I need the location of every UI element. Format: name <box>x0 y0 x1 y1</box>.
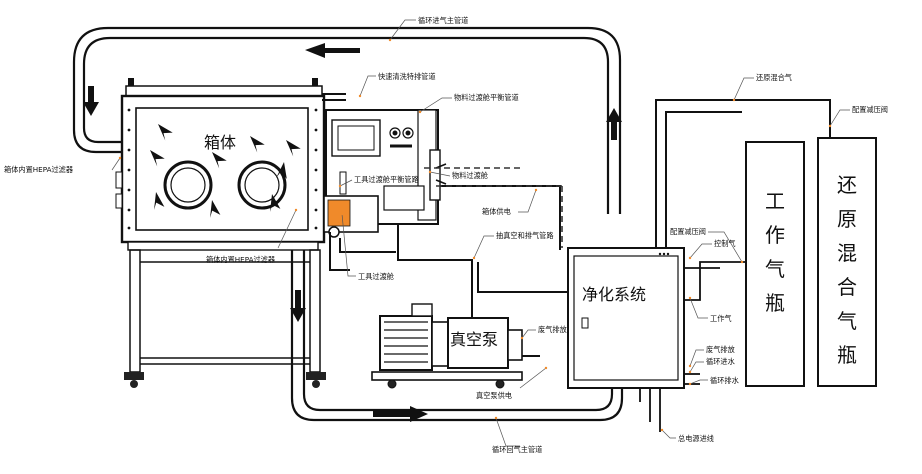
label-cooling-out: 循环排水 <box>710 376 739 385</box>
vacuum-pump: 真空泵 <box>371 303 523 389</box>
cylinder-char: 工 <box>765 189 785 213</box>
cylinder-char: 作 <box>765 223 785 247</box>
callouts <box>111 19 850 447</box>
cylinder-char: 气 <box>765 257 785 281</box>
label-reducing-gas: 还原混合气 <box>756 73 792 82</box>
purifier-title: 净化系统 <box>582 285 646 304</box>
label-quick-purge: 快速清洗特排管道 <box>378 72 436 81</box>
cylinder-char: 混 <box>837 241 857 265</box>
label-pressure-valve-right: 配置减压阀 <box>852 105 888 114</box>
glovebox: 箱体 <box>115 78 326 388</box>
cylinder-char: 气 <box>837 309 857 333</box>
cylinder-char: 原 <box>837 207 857 231</box>
caster-wheels <box>124 372 326 388</box>
glovebox-stand <box>129 249 321 373</box>
pump-title: 真空泵 <box>450 330 498 349</box>
label-box-power: 箱体供电 <box>482 207 511 216</box>
label-cooling-in: 循环进水 <box>706 357 735 366</box>
label-material-balance: 物料过渡舱平衡管道 <box>454 93 519 102</box>
label-waste-gas-purifier: 废气排放 <box>706 345 735 354</box>
glovebox-title: 箱体 <box>204 133 236 152</box>
glove-port-left <box>163 160 213 210</box>
label-waste-gas-pump: 废气排放 <box>538 325 567 334</box>
label-hepa-left: 箱体内置HEPA过滤器 <box>4 165 73 174</box>
label-hepa-bottom: 箱体内置HEPA过滤器 <box>206 255 275 264</box>
label-material-chamber: 物料过渡舱 <box>452 171 488 180</box>
label-circulation-inlet: 循环进气主管道 <box>418 16 468 25</box>
label-pressure-valve-left: 配置减压阀 <box>670 227 706 236</box>
flow-arrow-down-left <box>83 86 99 116</box>
flow-arrow-up-right <box>606 108 622 140</box>
cylinder-char: 瓶 <box>765 291 785 315</box>
flow-arrow-right <box>373 406 428 422</box>
label-working-gas: 工作气 <box>710 314 732 323</box>
flow-arrows <box>83 43 622 422</box>
label-vacuum-exhaust: 抽真空和排气管路 <box>496 231 554 240</box>
label-tool-balance: 工具过渡舱平衡管路 <box>354 175 419 184</box>
glove-port-right <box>237 160 287 210</box>
label-tool-chamber: 工具过渡舱 <box>358 272 394 281</box>
label-control-gas: 控制气 <box>714 239 736 248</box>
flow-arrow-left <box>305 43 360 58</box>
purification-system: 净化系统 <box>567 247 746 432</box>
label-main-power: 总电源进线 <box>678 434 714 443</box>
labels: 循环进气主管道 快速清洗特排管道 物料过渡舱平衡管道 箱体内置HEPA过滤器 工… <box>4 16 888 454</box>
cylinder-char: 瓶 <box>837 343 857 367</box>
gas-lines <box>655 99 831 248</box>
flow-arrow-down-mid <box>290 290 306 322</box>
cylinder-char: 还 <box>837 173 857 197</box>
cylinder-char: 合 <box>837 275 857 299</box>
label-circulation-return: 循环回气主管道 <box>492 445 542 454</box>
dashed-balance-pipes <box>424 167 566 248</box>
label-pump-power: 真空泵供电 <box>476 391 512 400</box>
circulation-loop <box>72 26 624 422</box>
tool-transfer-chamber <box>323 171 379 238</box>
